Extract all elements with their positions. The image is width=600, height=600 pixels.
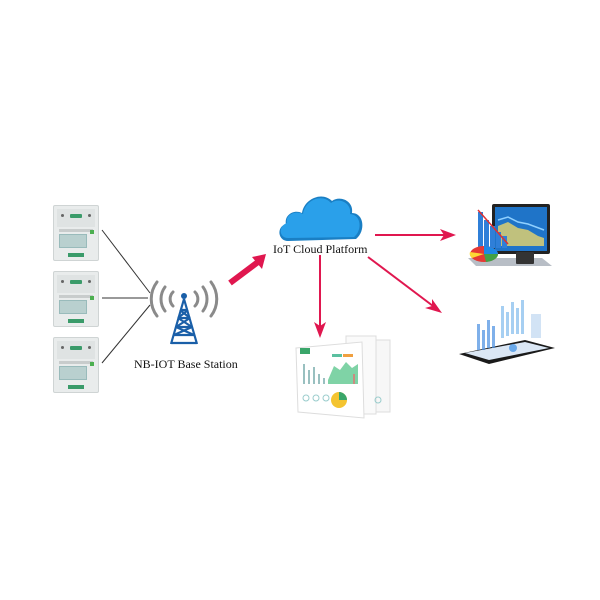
meter-display — [59, 234, 87, 248]
web-dashboard-icon — [295, 335, 391, 419]
meter-display — [59, 366, 87, 380]
base-station-label: NB-IOT Base Station — [134, 357, 238, 371]
energy-meter-2 — [53, 271, 99, 327]
meter-logo — [70, 346, 82, 350]
radio-tower-icon — [149, 280, 219, 345]
meter-display — [59, 300, 87, 314]
edge-meter1-to-station — [101, 229, 151, 294]
energy-meter-1 — [53, 205, 99, 261]
meter-logo — [70, 280, 82, 284]
edge-cloud-to-phone — [367, 256, 442, 313]
cloud-icon — [279, 196, 363, 241]
energy-meter-3 — [53, 337, 99, 393]
edge-station-to-cloud — [228, 254, 266, 286]
cloud-label: IoT Cloud Platform — [273, 242, 368, 256]
edge-meter3-to-station — [101, 304, 151, 364]
edge-cloud-to-dashboard — [314, 255, 326, 338]
meter-logo — [70, 214, 82, 218]
smartphone-analytics-icon — [459, 300, 555, 364]
edge-cloud-to-laptop — [375, 229, 456, 241]
laptop-analytics-icon — [468, 204, 552, 266]
